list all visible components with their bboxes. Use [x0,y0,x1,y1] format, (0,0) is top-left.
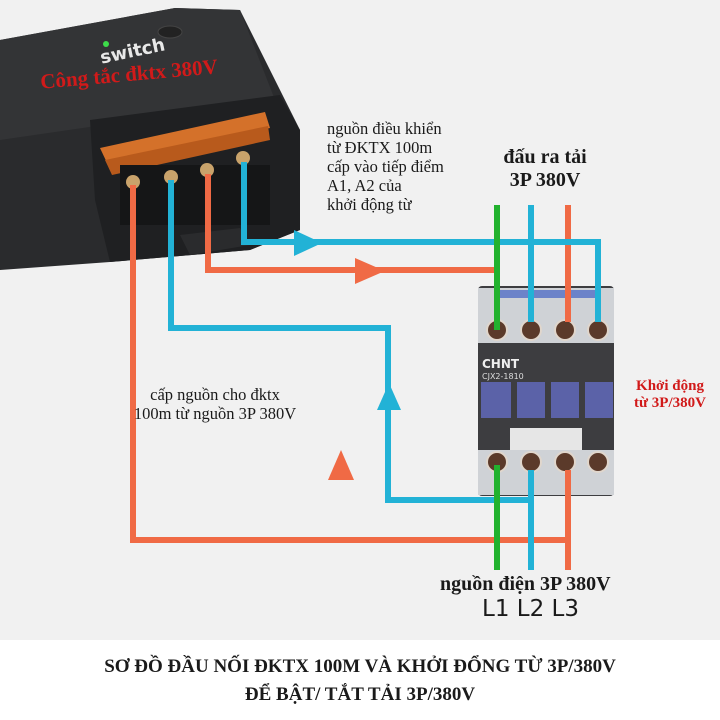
label-line: từ 3P/380V [634,395,706,412]
label-line: 3P 380V [509,169,581,191]
wiring-diagram [0,8,614,570]
label-line: đấu ra tải [503,146,587,168]
led-indicator-icon [103,41,109,47]
label-line: Khởi động [636,378,704,394]
arrow-right-icon [355,258,385,284]
note-line: A1, A2 của [327,175,402,195]
blue-wire-control-2 [241,162,601,322]
button-icon [157,25,183,39]
contactor-model: CJX2-1810 [482,372,524,381]
screw-terminal-1 [126,175,140,189]
footer-band [0,640,720,720]
power-feed-note: cấp nguồn cho đktx 100m từ nguồn 3P 380V [130,385,300,424]
contactor-label: Khởi động từ 3P/380V [626,378,714,413]
note-line: cấp vào tiếp điểm [327,156,444,176]
phase-labels: L1 L2 L3 [482,596,579,622]
arrow-up-icon [377,383,401,410]
arrow-right-icon [294,230,322,256]
note-line: 100m từ nguồn 3P 380V [133,403,297,423]
screw-terminal-3 [200,163,214,177]
screw-terminal-2 [164,170,178,184]
arrow-up-icon [328,450,354,480]
terminal-cover [100,112,270,165]
screw-terminal-4 [236,151,250,165]
load-output-label: đấu ra tải 3P 380V [490,146,600,192]
contactor-brand: CHNT [482,357,520,371]
blue-wires [168,162,601,570]
diagram-title-line-1: SƠ ĐỒ ĐẦU NỐI ĐKTX 100M VÀ KHỞI ĐỔNG TỪ … [104,656,616,677]
contactor-device [478,286,614,496]
diagram-title-line-2: ĐỂ BẬT/ TẮT TẢI 3P/380V [244,684,476,705]
note-line: từ ĐKTX 100m [327,137,433,157]
mains-supply-label: nguồn điện 3P 380V [440,573,611,595]
note-line: cấp nguồn cho đktx [150,385,280,404]
note-line: nguồn điều khiển [327,119,442,138]
note-line: khởi động từ [327,194,412,214]
control-source-note: nguồn điều khiển từ ĐKTX 100m cấp vào ti… [327,119,444,215]
